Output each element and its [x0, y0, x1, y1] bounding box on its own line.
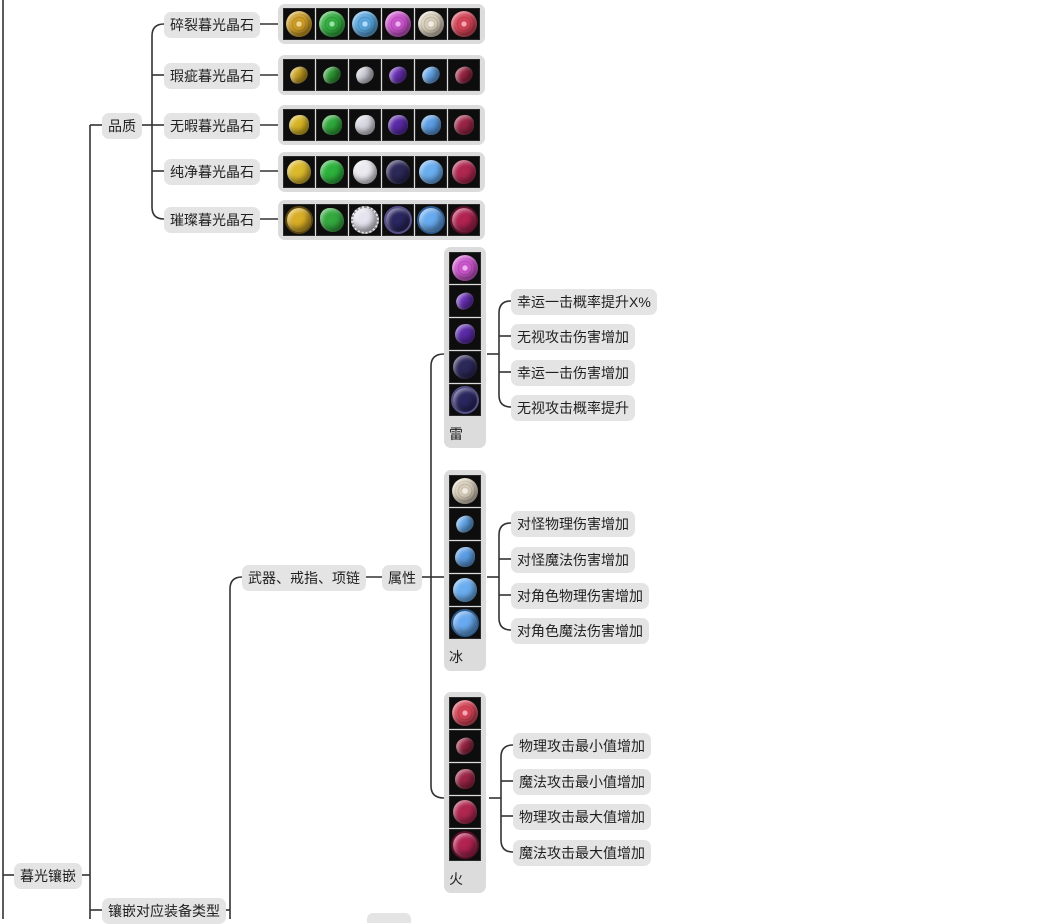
ice-gem-column[interactable]: 冰 — [444, 470, 486, 671]
pink-rose-gem-icon — [385, 11, 411, 37]
thunder-effect-3[interactable]: 幸运一击伤害增加 — [511, 360, 635, 386]
pink-rose-gem-icon — [452, 255, 478, 281]
indigo-round-gem-icon — [453, 355, 477, 379]
red-rose-gem-icon — [451, 11, 477, 37]
fire-label: 火 — [449, 871, 463, 887]
blue-rose-gem-icon — [352, 11, 378, 37]
blue-brilliant-gem-icon — [417, 206, 445, 234]
gem-row-pure[interactable] — [278, 152, 485, 192]
ice-label: 冰 — [449, 649, 463, 665]
gold-round-gem-icon — [287, 160, 311, 184]
white-shard-gem-icon — [353, 64, 377, 86]
green-oval-gem-icon — [322, 115, 342, 135]
green-rose-gem-icon — [319, 11, 345, 37]
weapon-ring-necklace-node[interactable]: 武器、戒指、项链 — [242, 565, 366, 591]
gem-row-flawed[interactable] — [278, 55, 485, 95]
equipment-type-node[interactable]: 镶嵌对应装备类型 — [102, 898, 226, 924]
red-round-gem-icon — [452, 160, 476, 184]
thunder-gem-column[interactable]: 雷 — [444, 247, 486, 448]
purple-shard-gem-icon — [453, 290, 477, 312]
red-oval-gem-icon — [454, 115, 474, 135]
tier-pure-node[interactable]: 纯净暮光晶石 — [164, 159, 260, 185]
purple-oval-gem-icon — [455, 324, 475, 344]
green-round-gem-icon — [320, 160, 344, 184]
ice-effect-3[interactable]: 对角色物理伤害增加 — [511, 583, 649, 609]
indigo-brilliant-gem-icon — [384, 206, 412, 234]
blue-shard-gem-icon — [453, 513, 477, 535]
red-shard-gem-icon — [453, 735, 477, 757]
purple-oval-gem-icon — [388, 115, 408, 135]
ice-effect-1[interactable]: 对怪物理伤害增加 — [511, 511, 635, 537]
gold-shard-gem-icon — [287, 64, 311, 86]
fire-effect-3[interactable]: 物理攻击最大值增加 — [513, 804, 651, 830]
red-round-gem-icon — [453, 800, 477, 824]
blue-shard-gem-icon — [419, 64, 443, 86]
blue-oval-gem-icon — [421, 115, 441, 135]
green-shard-gem-icon — [320, 64, 344, 86]
indigo-brilliant-gem-icon — [451, 386, 479, 414]
white-round-gem-icon — [353, 160, 377, 184]
red-oval-gem-icon — [455, 769, 475, 789]
white-rose-gem-icon — [452, 478, 478, 504]
thunder-effect-4[interactable]: 无视攻击概率提升 — [511, 395, 635, 421]
gem-row-brilliant[interactable] — [278, 200, 485, 240]
red-rose-gem-icon — [452, 700, 478, 726]
red-brilliant-gem-icon — [451, 831, 479, 859]
blue-oval-gem-icon — [455, 547, 475, 567]
green-brilliant-gem-icon — [320, 208, 344, 232]
gold-rose-gem-icon — [286, 11, 312, 37]
blue-round-gem-icon — [419, 160, 443, 184]
white-oval-gem-icon — [355, 115, 375, 135]
thunder-effect-1[interactable]: 幸运一击概率提升X% — [511, 289, 657, 315]
purple-shard-gem-icon — [386, 64, 410, 86]
gold-oval-gem-icon — [289, 115, 309, 135]
offscreen-node-stub[interactable] — [367, 913, 411, 923]
fire-gem-column[interactable]: 火 — [444, 692, 486, 893]
attribute-node[interactable]: 属性 — [382, 565, 422, 591]
indigo-round-gem-icon — [386, 160, 410, 184]
blue-brilliant-gem-icon — [451, 609, 479, 637]
quality-node[interactable]: 品质 — [102, 113, 142, 139]
fire-effect-2[interactable]: 魔法攻击最小值增加 — [513, 769, 651, 795]
fire-effect-1[interactable]: 物理攻击最小值增加 — [513, 733, 651, 759]
tier-flawless-node[interactable]: 无暇暮光晶石 — [164, 113, 260, 139]
ice-effect-4[interactable]: 对角色魔法伤害增加 — [511, 618, 649, 644]
gold-brilliant-gem-icon — [285, 206, 313, 234]
white-brilliant-gem-icon — [351, 206, 379, 234]
tier-shattered-node[interactable]: 碎裂暮光晶石 — [164, 12, 260, 38]
tier-brilliant-node[interactable]: 璀璨暮光晶石 — [164, 207, 260, 233]
tier-flawed-node[interactable]: 瑕疵暮光晶石 — [164, 63, 260, 89]
fire-effect-4[interactable]: 魔法攻击最大值增加 — [513, 840, 651, 866]
root-node[interactable]: 暮光镶嵌 — [14, 863, 82, 889]
ice-effect-2[interactable]: 对怪魔法伤害增加 — [511, 547, 635, 573]
gem-row-shattered[interactable] — [278, 4, 485, 44]
red-shard-gem-icon — [452, 64, 476, 86]
red-brilliant-gem-icon — [450, 206, 478, 234]
blue-round-gem-icon — [453, 578, 477, 602]
white-rose-gem-icon — [418, 11, 444, 37]
thunder-effect-2[interactable]: 无视攻击伤害增加 — [511, 324, 635, 350]
gem-row-flawless[interactable] — [278, 105, 485, 145]
thunder-label: 雷 — [449, 426, 463, 442]
